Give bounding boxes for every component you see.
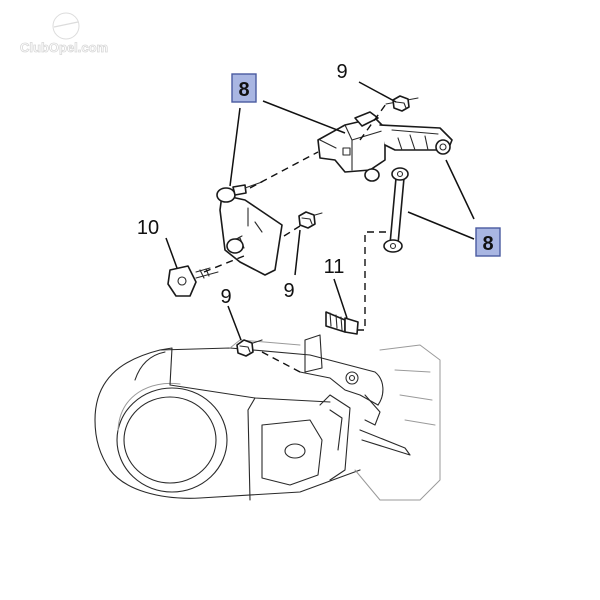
watermark-text: ClubOpel.com (20, 40, 108, 55)
nut-9-top (392, 95, 410, 112)
callout-9-middle: 9 (283, 280, 294, 302)
callout-text: 9 (283, 280, 294, 302)
callout-text: 9 (220, 286, 231, 308)
callout-11: 11 (324, 256, 345, 278)
callout-8-top: 8 (231, 73, 257, 103)
callout-text: 8 (482, 233, 493, 255)
nut-9-middle (298, 211, 323, 229)
callout-8-right: 8 (475, 227, 501, 257)
nut-9-lower (236, 339, 263, 357)
callout-9-lower: 9 (220, 286, 231, 308)
screw-11 (325, 311, 359, 335)
suspension-arm (94, 334, 441, 501)
headlamp-level-sensor (317, 97, 453, 253)
callout-10: 10 (137, 217, 159, 239)
callout-text: 11 (324, 256, 345, 278)
callout-9-top: 9 (336, 61, 347, 83)
clip-nut-10 (167, 265, 219, 297)
watermark-logo: ClubOpel.com (20, 12, 109, 55)
assembly-dash-lines (203, 103, 387, 373)
callout-box (475, 227, 501, 257)
callout-text: 9 (336, 61, 347, 83)
callout-text: 10 (137, 217, 159, 239)
mounting-bracket (216, 181, 283, 276)
callout-text: 8 (238, 79, 249, 101)
callout-box (231, 73, 257, 103)
leader-lines (165, 81, 475, 341)
